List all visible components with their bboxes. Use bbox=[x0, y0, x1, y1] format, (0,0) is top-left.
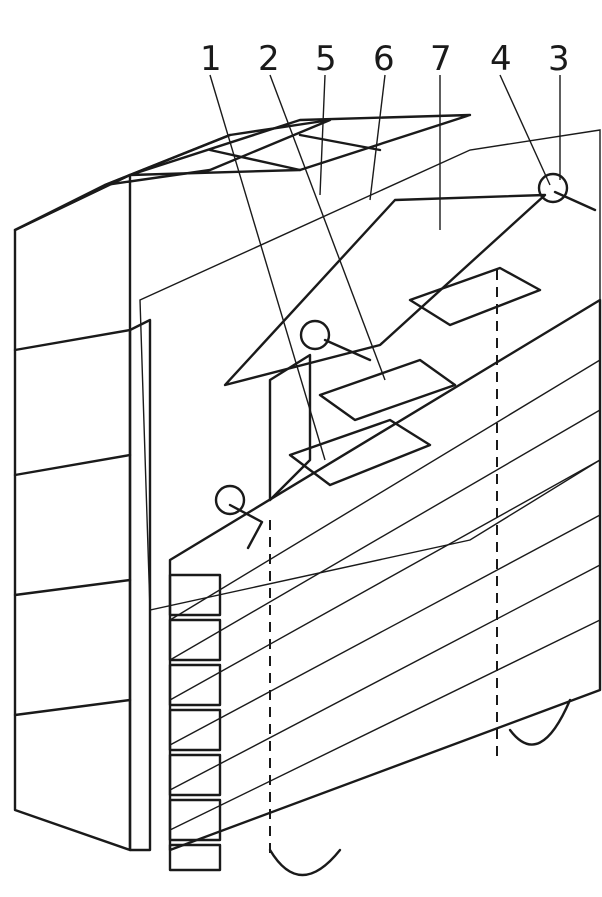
wall-tie-anchors bbox=[214, 172, 597, 550]
callout-5: 5 bbox=[315, 39, 337, 79]
insulation-layer bbox=[128, 318, 152, 852]
top-brick-3 bbox=[408, 266, 542, 327]
dashed-guides bbox=[269, 270, 498, 860]
inner-block-wall bbox=[13, 113, 472, 852]
brick-facing-wall bbox=[168, 266, 602, 876]
cut-bricks-hatched bbox=[168, 573, 222, 872]
leader-lines bbox=[209, 74, 561, 461]
callout-labels: 1 2 5 6 7 4 3 bbox=[200, 39, 570, 79]
top-brick-1 bbox=[288, 418, 432, 487]
callout-4: 4 bbox=[490, 39, 512, 79]
callout-3: 3 bbox=[548, 39, 570, 79]
plaster-layer bbox=[139, 129, 601, 611]
anchor-washer-lower bbox=[214, 484, 246, 516]
callout-2: 2 bbox=[258, 39, 280, 79]
callout-1: 1 bbox=[200, 39, 222, 79]
anchor-washer-middle bbox=[299, 319, 331, 351]
anchor-washer-upper bbox=[537, 172, 569, 204]
top-brick-2 bbox=[318, 358, 457, 422]
callout-6: 6 bbox=[373, 39, 395, 79]
callout-7: 7 bbox=[430, 39, 452, 79]
